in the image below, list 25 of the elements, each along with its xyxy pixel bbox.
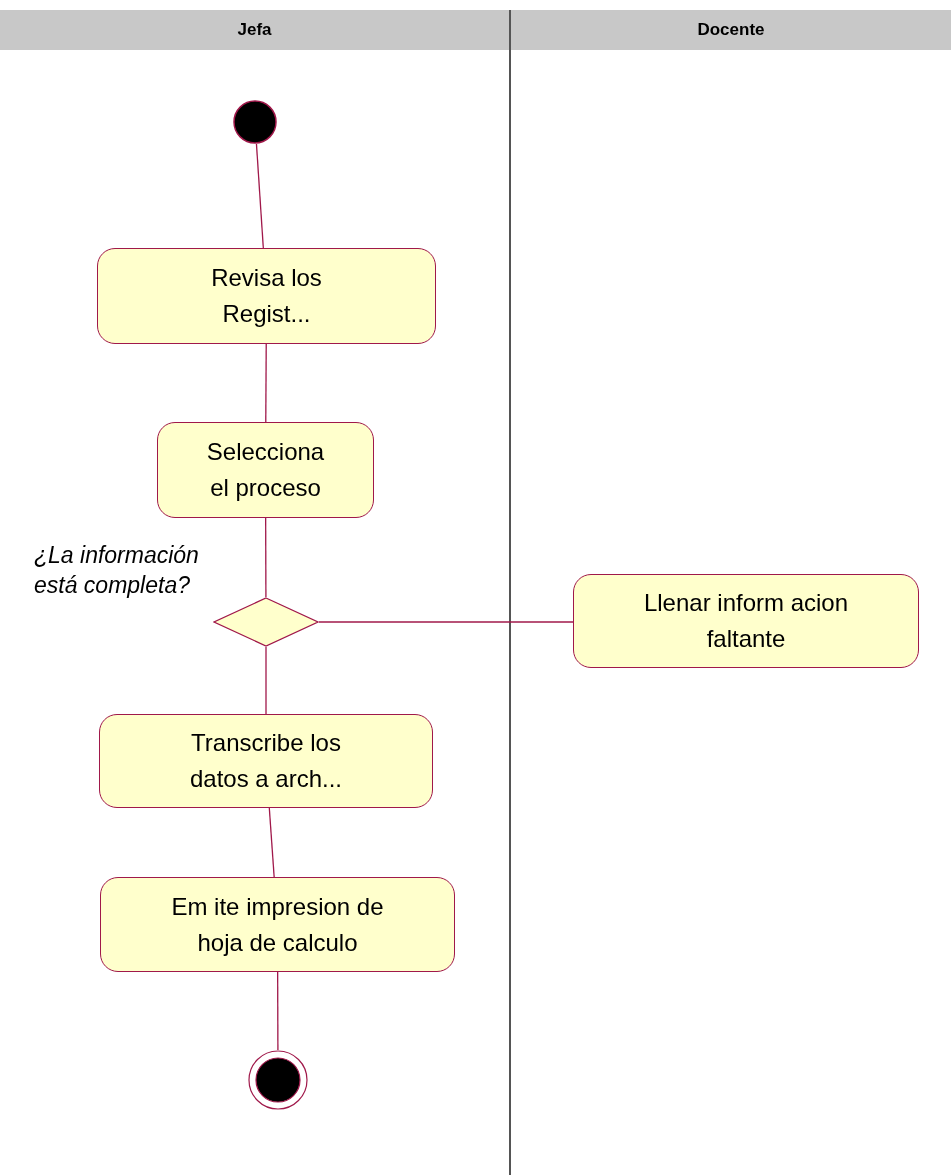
action-text: Llenar inform acion faltante [642, 588, 850, 654]
action-box [157, 422, 374, 518]
connector [265, 517, 267, 598]
decision-diamond [213, 597, 319, 647]
action-text: Selecciona el proceso [205, 437, 326, 503]
guard-label: ¿La información está completa? [34, 541, 200, 600]
initial-node [233, 100, 277, 144]
action-box [100, 877, 455, 972]
action-text: Revisa los Regist... [210, 263, 323, 329]
swimlane [0, 10, 510, 1175]
action-text: Transcribe los datos a arch... [188, 728, 344, 794]
swimlane [510, 10, 951, 1175]
action-box [97, 248, 436, 344]
connector [318, 621, 574, 623]
lane-header: Docente [511, 10, 951, 50]
action-box [99, 714, 433, 808]
connector [268, 807, 275, 878]
final-node [248, 1050, 308, 1110]
connector [255, 143, 264, 249]
connector [265, 646, 267, 715]
action-text: Em ite impresion de hoja de calculo [170, 891, 385, 958]
connector [277, 971, 279, 1051]
action-box [573, 574, 919, 668]
connector [265, 343, 267, 423]
lane-header: Jefa [0, 10, 509, 50]
